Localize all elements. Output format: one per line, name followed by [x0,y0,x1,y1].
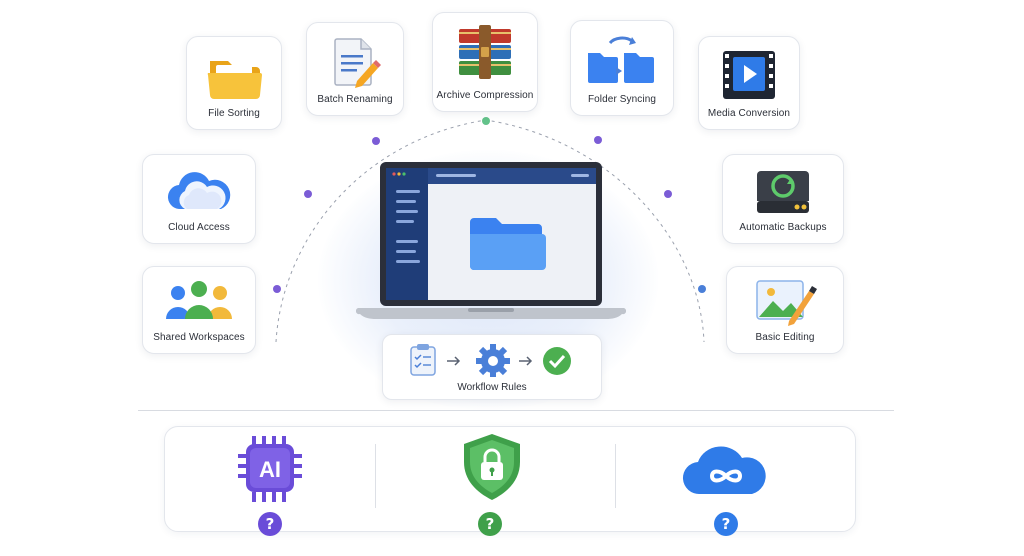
cloud-question-badge[interactable]: ? [714,512,738,536]
shared-workspaces-card[interactable]: Shared Workspaces [142,266,256,354]
gear-icon [476,344,510,377]
arc-dot [273,285,281,293]
basic-editing-card[interactable]: Basic Editing [726,266,844,354]
cloud-icon [167,172,231,210]
column-divider [375,444,376,508]
document-pencil-icon [334,38,381,88]
video-film-icon [723,51,775,99]
folder-syncing-card[interactable]: Folder Syncing [570,20,674,116]
section-divider [138,410,894,411]
people-group-icon [166,281,232,319]
folder-icon [207,61,262,99]
image-edit-icon [756,280,817,326]
shared-workspaces-label: Shared Workspaces [153,332,245,343]
arc-dot [304,190,312,198]
workflow-rules-label: Workflow Rules [457,382,527,393]
archive-compression-card[interactable]: Archive Compression [432,12,538,112]
arc-dot [664,190,672,198]
ai-question-badge[interactable]: ? [258,512,282,536]
laptop-illustration [356,162,626,319]
arc-dot [372,137,380,145]
archive-compression-label: Archive Compression [436,90,534,101]
arrow-right-icon [447,356,461,366]
ai-chip-icon: AI [238,436,302,502]
file-sorting-card[interactable]: File Sorting [186,36,282,130]
automatic-backups-card[interactable]: Automatic Backups [722,154,844,244]
ai-chip-label: AI [259,457,281,482]
workflow-steps [410,344,571,377]
basic-editing-label: Basic Editing [755,332,815,343]
media-conversion-card[interactable]: Media Conversion [698,36,800,130]
arc-dot [594,136,602,144]
column-divider [615,444,616,508]
security-shield-icon [464,434,520,500]
folder-syncing-label: Folder Syncing [587,94,657,105]
check-circle-icon [543,347,571,375]
file-sorting-label: File Sorting [208,108,260,119]
cloud-infinity-icon [682,446,766,495]
archive-books-icon [459,25,511,79]
media-conversion-label: Media Conversion [707,108,791,119]
cloud-access-card[interactable]: Cloud Access [142,154,256,244]
arrow-right-icon [519,356,533,366]
checklist-icon [410,344,436,376]
cloud-access-label: Cloud Access [168,222,230,233]
security-question-badge[interactable]: ? [478,512,502,536]
automatic-backups-label: Automatic Backups [739,222,827,233]
batch-renaming-card[interactable]: Batch Renaming [306,22,404,116]
backup-drive-icon [757,171,809,213]
arc-dot [698,285,706,293]
folder-sync-icon [588,36,654,83]
arc-dot [482,117,490,125]
batch-renaming-label: Batch Renaming [317,94,393,105]
workflow-rules-card[interactable]: Workflow Rules [382,334,602,400]
